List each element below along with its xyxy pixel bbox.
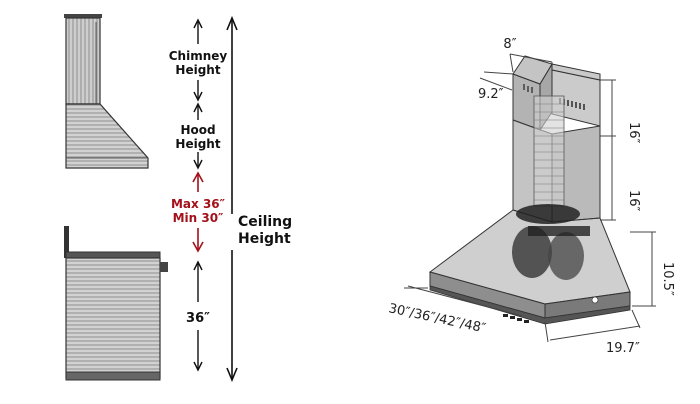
chimney-width-label: 8″ — [503, 37, 516, 52]
counter-height-label: 36″ — [186, 311, 210, 326]
iso-hood-canopy — [428, 204, 631, 325]
left-labels: Chimney Height Hood Height Max 36″ Min 3… — [169, 49, 292, 326]
clearance-min-label: Min 30″ — [173, 211, 224, 225]
clearance-max-label: Max 36″ — [171, 197, 226, 211]
iso-labels: 8″ 9.2″ 16″ 16″ 10.5″ 19.7″ 30″/36″/42″/… — [387, 37, 675, 356]
side-hood — [65, 103, 149, 169]
chimney-height-label-line1: Chimney — [169, 49, 228, 63]
chimney-depth-label: 9.2″ — [478, 87, 504, 102]
hood-height-label-line2: Height — [175, 137, 220, 151]
ceiling-height-label-line2: Height — [238, 231, 291, 247]
hood-height-dim-label: 10.5″ — [660, 262, 675, 296]
ceiling-height-label-line1: Ceiling — [238, 214, 292, 230]
iso-dimension-lines — [404, 53, 656, 343]
side-chimney — [64, 14, 102, 105]
hood-height-label-line1: Hood — [180, 123, 215, 137]
side-view — [64, 14, 168, 381]
chimney-lower-height-label: 16″ — [626, 190, 641, 212]
side-range — [64, 226, 168, 381]
left-dimension-arrows — [192, 15, 238, 383]
chimney-upper-height-label: 16″ — [626, 122, 641, 144]
chimney-height-label-line2: Height — [175, 63, 220, 77]
hood-width-options-label: 30″/36″/42″/48″ — [387, 301, 487, 336]
hood-depth-label: 19.7″ — [606, 341, 640, 356]
iso-chimney-upper — [512, 55, 601, 132]
iso-chimney-lower — [512, 95, 601, 223]
isometric-hood — [428, 55, 631, 325]
